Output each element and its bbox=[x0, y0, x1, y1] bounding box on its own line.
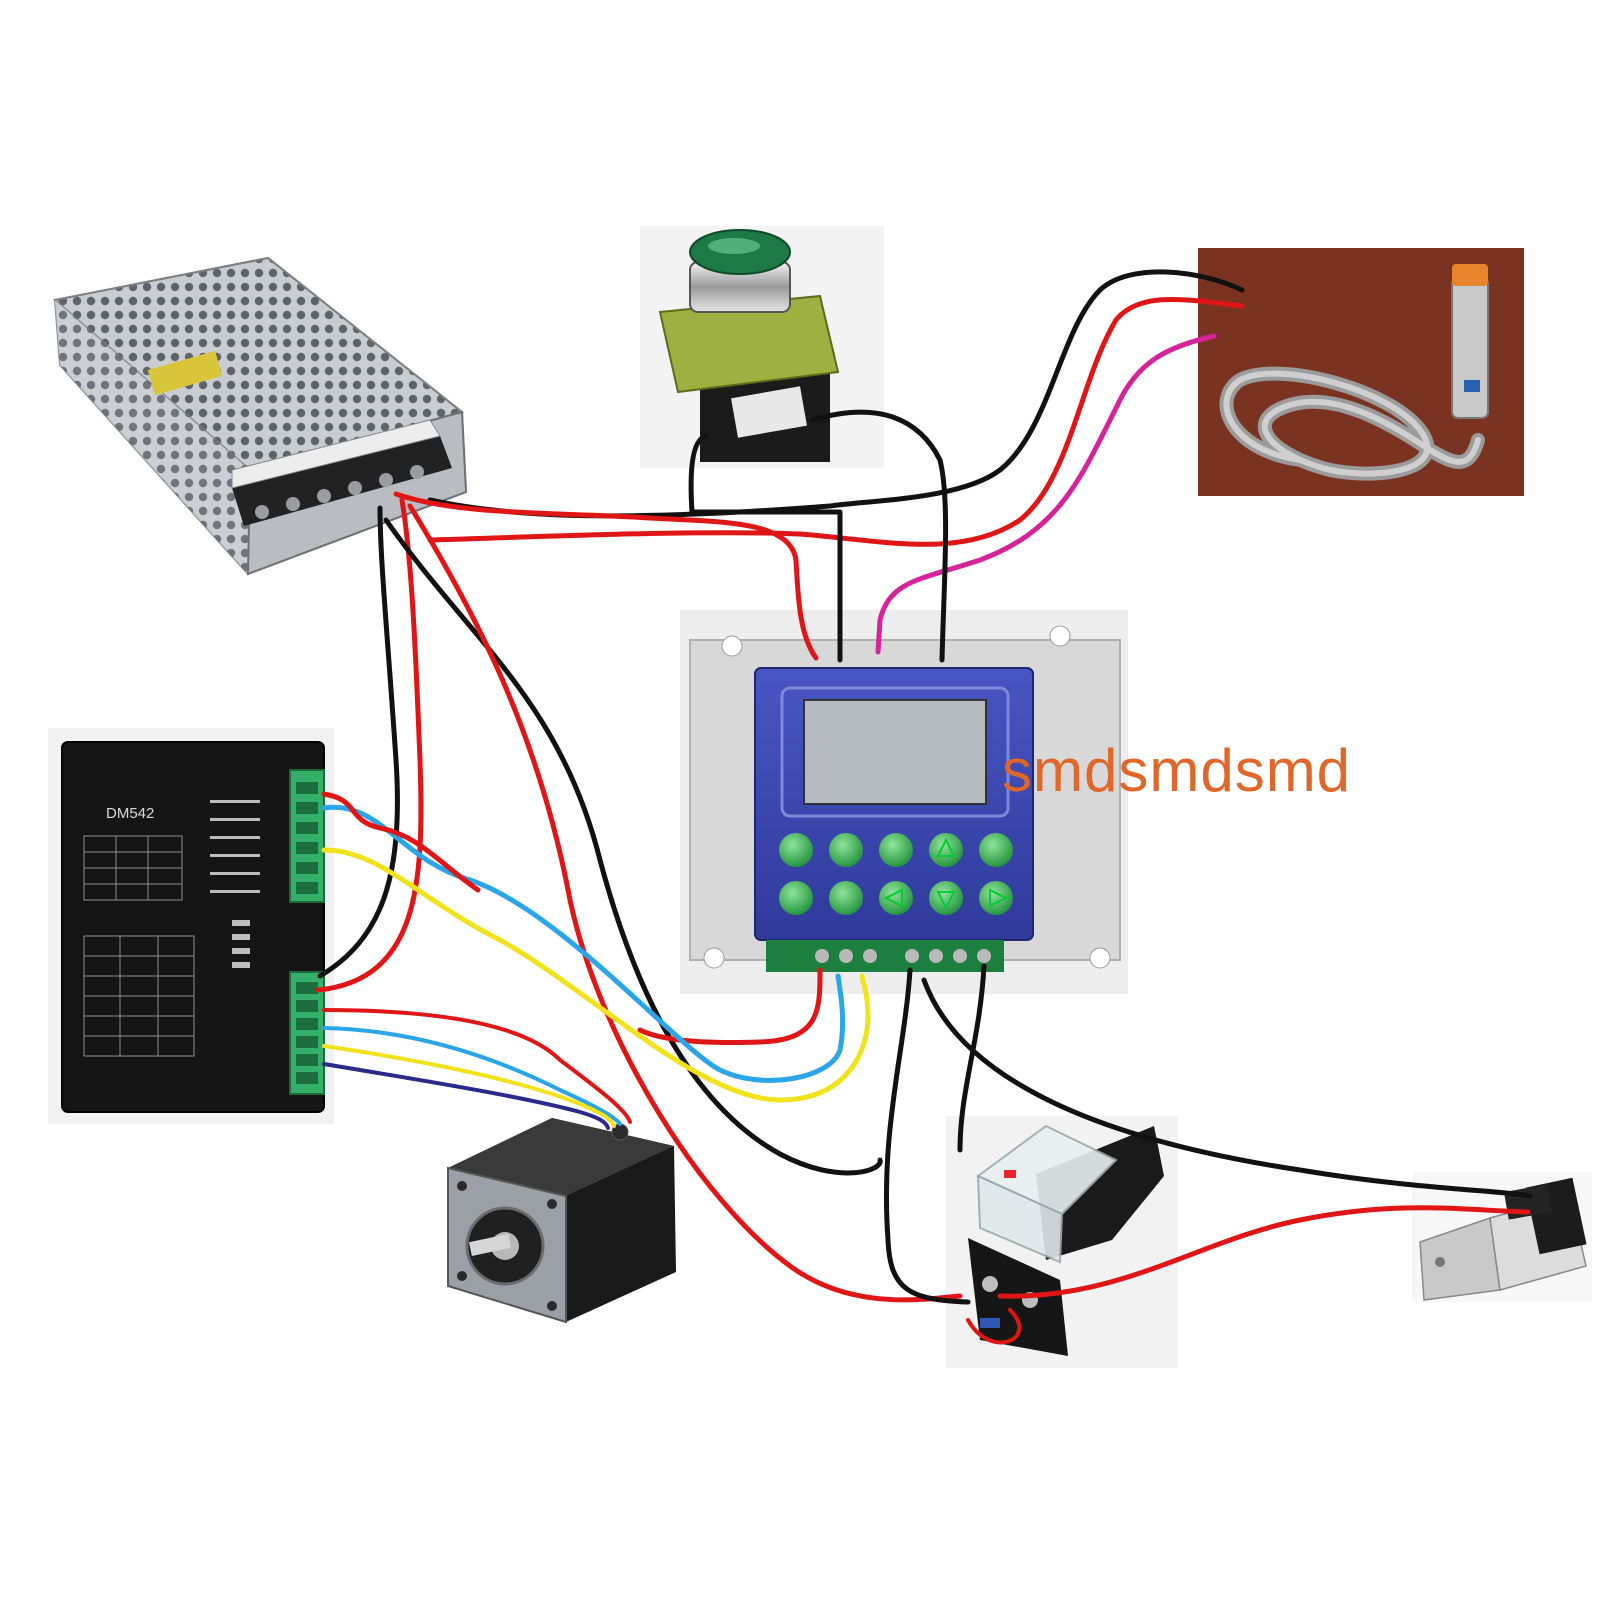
key-5[interactable] bbox=[979, 833, 1013, 867]
stepper-driver: DM542 bbox=[48, 728, 334, 1124]
relay bbox=[946, 1116, 1178, 1368]
lcd-screen bbox=[803, 699, 987, 805]
key-3[interactable] bbox=[879, 833, 913, 867]
wire-motor-yellow bbox=[322, 1044, 616, 1128]
relay-socket-back bbox=[1036, 1126, 1164, 1260]
wire-motor-blue bbox=[322, 1026, 622, 1126]
key-right[interactable] bbox=[979, 881, 1013, 915]
wire-button-black-1 bbox=[688, 433, 843, 663]
wire-controller-valve-feed bbox=[957, 963, 987, 1153]
wire-signal-yellow bbox=[321, 847, 871, 1103]
solenoid-valve bbox=[1412, 1172, 1592, 1302]
stepper-motor bbox=[447, 1118, 676, 1324]
wire-sensor-red bbox=[427, 297, 1245, 547]
driver-model-label: DM542 bbox=[106, 805, 154, 822]
key-1[interactable] bbox=[779, 833, 813, 867]
controller bbox=[680, 610, 1128, 994]
wire-motor-red bbox=[322, 1008, 632, 1124]
wire-signal-red bbox=[321, 791, 481, 893]
key-down[interactable] bbox=[929, 881, 963, 915]
controller-keypad bbox=[779, 833, 1013, 915]
push-button bbox=[640, 226, 884, 468]
wire-button-black-2 bbox=[809, 409, 949, 663]
watermark-text: smdsmdsmd bbox=[1002, 737, 1352, 804]
wire-psu-controller-red bbox=[393, 491, 819, 661]
controller-terminal-block bbox=[766, 940, 1004, 972]
psu-terminals bbox=[255, 465, 424, 519]
motor-shaft bbox=[468, 1233, 512, 1257]
key-up[interactable] bbox=[929, 833, 963, 867]
key-7[interactable] bbox=[829, 881, 863, 915]
key-left[interactable] bbox=[879, 881, 913, 915]
psu-label-sticker bbox=[147, 350, 223, 396]
sensor-barrel bbox=[1451, 277, 1489, 419]
wire-signal-blue bbox=[321, 804, 846, 1083]
wire-motor-navy bbox=[322, 1062, 610, 1130]
wire-controller-relay-black bbox=[883, 967, 971, 1305]
wire-relay-valve-black bbox=[921, 977, 1533, 1199]
power-supply bbox=[52, 256, 468, 576]
wire-controller-out-red bbox=[637, 967, 823, 1045]
wire-relay-loop-red bbox=[966, 1308, 1022, 1345]
proximity-sensor bbox=[1198, 248, 1524, 496]
wire-psu-driver-black bbox=[317, 505, 400, 979]
wire-psu-driver-red bbox=[315, 497, 424, 993]
key-2[interactable] bbox=[829, 833, 863, 867]
wire-relay-valve-red bbox=[997, 1205, 1531, 1299]
wires bbox=[315, 269, 1533, 1345]
driver-spec-table bbox=[83, 835, 195, 1057]
key-6[interactable] bbox=[779, 881, 813, 915]
wire-psu-relay-red bbox=[407, 503, 963, 1303]
wire-sensor-magenta bbox=[875, 333, 1217, 655]
